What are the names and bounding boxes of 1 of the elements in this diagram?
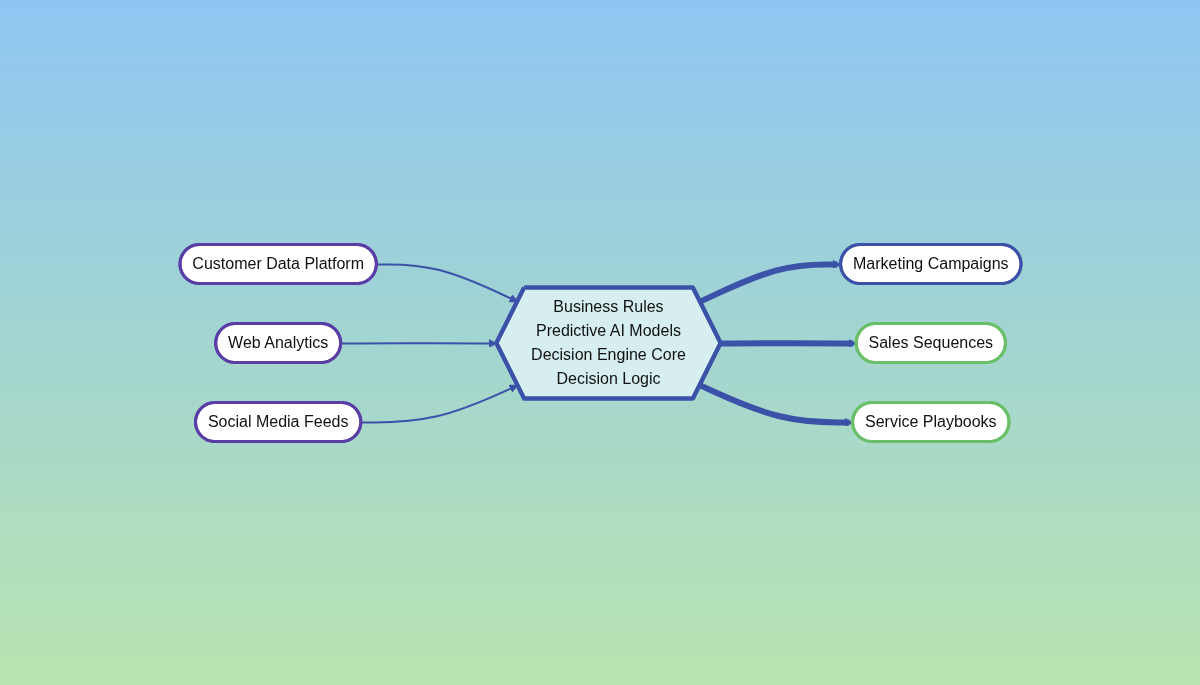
arrow bbox=[375, 262, 518, 302]
